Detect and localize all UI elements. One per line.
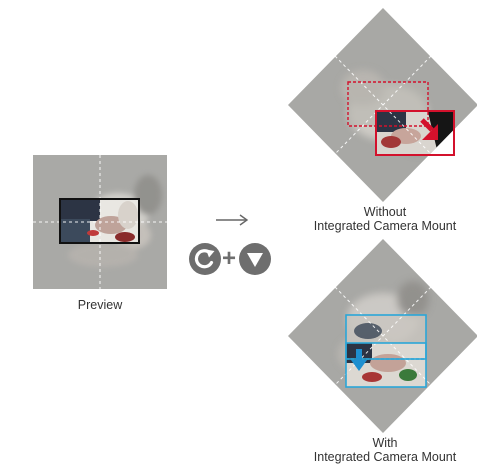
without-original-frame [347,81,429,127]
preview-label: Preview [77,298,123,312]
without-caption-line2: Integrated Camera Mount [313,219,457,233]
without-caption: Without Integrated Camera Mount [290,205,477,233]
with-original-photo [346,315,426,343]
rotate-cw-icon [189,243,221,275]
with-caption-line2: Integrated Camera Mount [313,450,457,464]
without-diamond-image [288,8,477,202]
preview-crop-photo [60,199,138,243]
preview-crop-frame [59,198,140,244]
arrow-right-icon [214,213,250,227]
without-caption-line1: Without [363,205,407,219]
preview-image [33,155,167,289]
with-caption: With Integrated Camera Mount [290,436,477,464]
with-shift-arrow [351,349,367,371]
with-shifted-frame [345,342,427,388]
without-shift-arrow [420,118,438,140]
plus-sign: + [222,245,237,272]
triangle-down-icon [239,243,271,275]
without-frame-photo [376,112,454,154]
with-caption-line1: With [372,436,398,450]
with-diamond-image [288,239,477,433]
without-shifted-frame [375,110,455,156]
